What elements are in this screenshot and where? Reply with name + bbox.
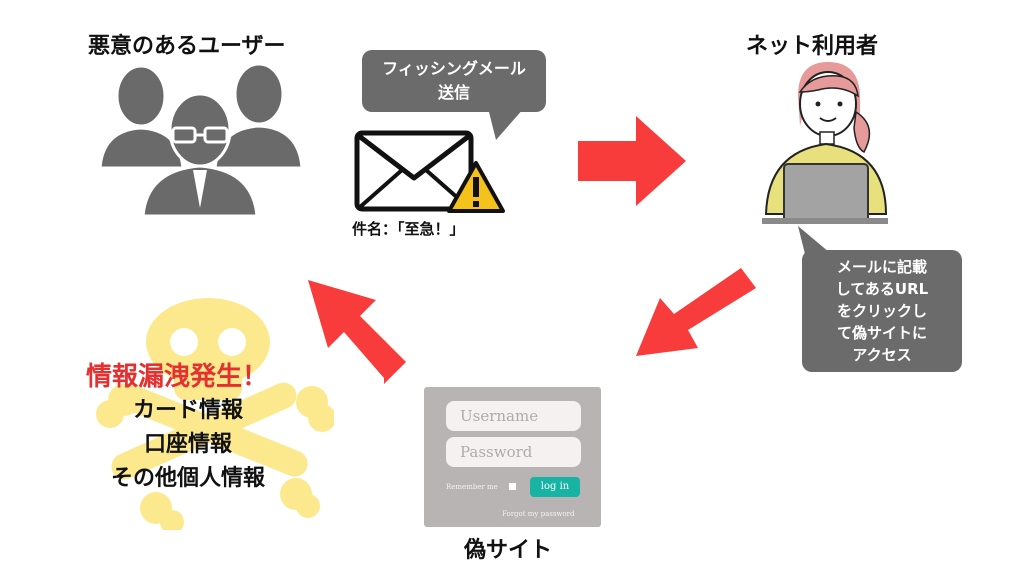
leak-items: カード情報 口座情報 その他個人情報 bbox=[90, 394, 286, 496]
password-input[interactable]: Password bbox=[446, 437, 581, 467]
arrow-right-icon bbox=[578, 116, 686, 206]
email-subject: 件名：「至急！」 bbox=[352, 220, 465, 238]
access-bubble-line: て偽サイトに bbox=[836, 324, 927, 342]
leak-item: カード情報 bbox=[132, 398, 243, 423]
user-title: ネット利用者 bbox=[746, 34, 879, 59]
remember-me-label: Remember me bbox=[446, 483, 498, 491]
fake-site-title: 偽サイト bbox=[464, 538, 553, 563]
remember-me-checkbox[interactable] bbox=[509, 483, 516, 490]
arrow-up-left-icon bbox=[308, 280, 406, 384]
phishing-bubble-line: フィッシングメール bbox=[382, 59, 526, 78]
access-bubble-line: をクリックし bbox=[836, 302, 927, 320]
bubble-tail bbox=[488, 108, 524, 140]
leak-item: 口座情報 bbox=[143, 432, 232, 457]
envelope-icon bbox=[354, 130, 474, 212]
access-bubble-line: アクセス bbox=[852, 346, 912, 364]
phishing-bubble-line: 送信 bbox=[437, 83, 470, 102]
access-bubble-line: メールに記載 bbox=[836, 258, 927, 276]
login-button[interactable]: log in bbox=[530, 477, 580, 497]
attackers-icon bbox=[98, 62, 304, 218]
warning-icon bbox=[447, 161, 505, 213]
leak-item: その他個人情報 bbox=[110, 466, 265, 491]
forgot-password-link[interactable]: Forgot my password bbox=[502, 510, 575, 518]
access-bubble-line: してあるURL bbox=[835, 280, 929, 298]
leak-title: 情報漏洩発生！ bbox=[86, 362, 269, 392]
fake-login-form: Username Password Remember me log in For… bbox=[424, 387, 601, 527]
access-bubble: メールに記載 してあるURL をクリックし て偽サイトに アクセス bbox=[802, 250, 962, 372]
skull-crossbones-icon bbox=[96, 298, 334, 530]
phishing-bubble: フィッシングメール 送信 bbox=[362, 50, 546, 112]
username-input[interactable]: Username bbox=[446, 401, 581, 431]
attackers-title: 悪意のあるユーザー bbox=[88, 34, 286, 59]
arrow-down-left-icon bbox=[636, 268, 756, 356]
user-icon bbox=[762, 62, 888, 224]
